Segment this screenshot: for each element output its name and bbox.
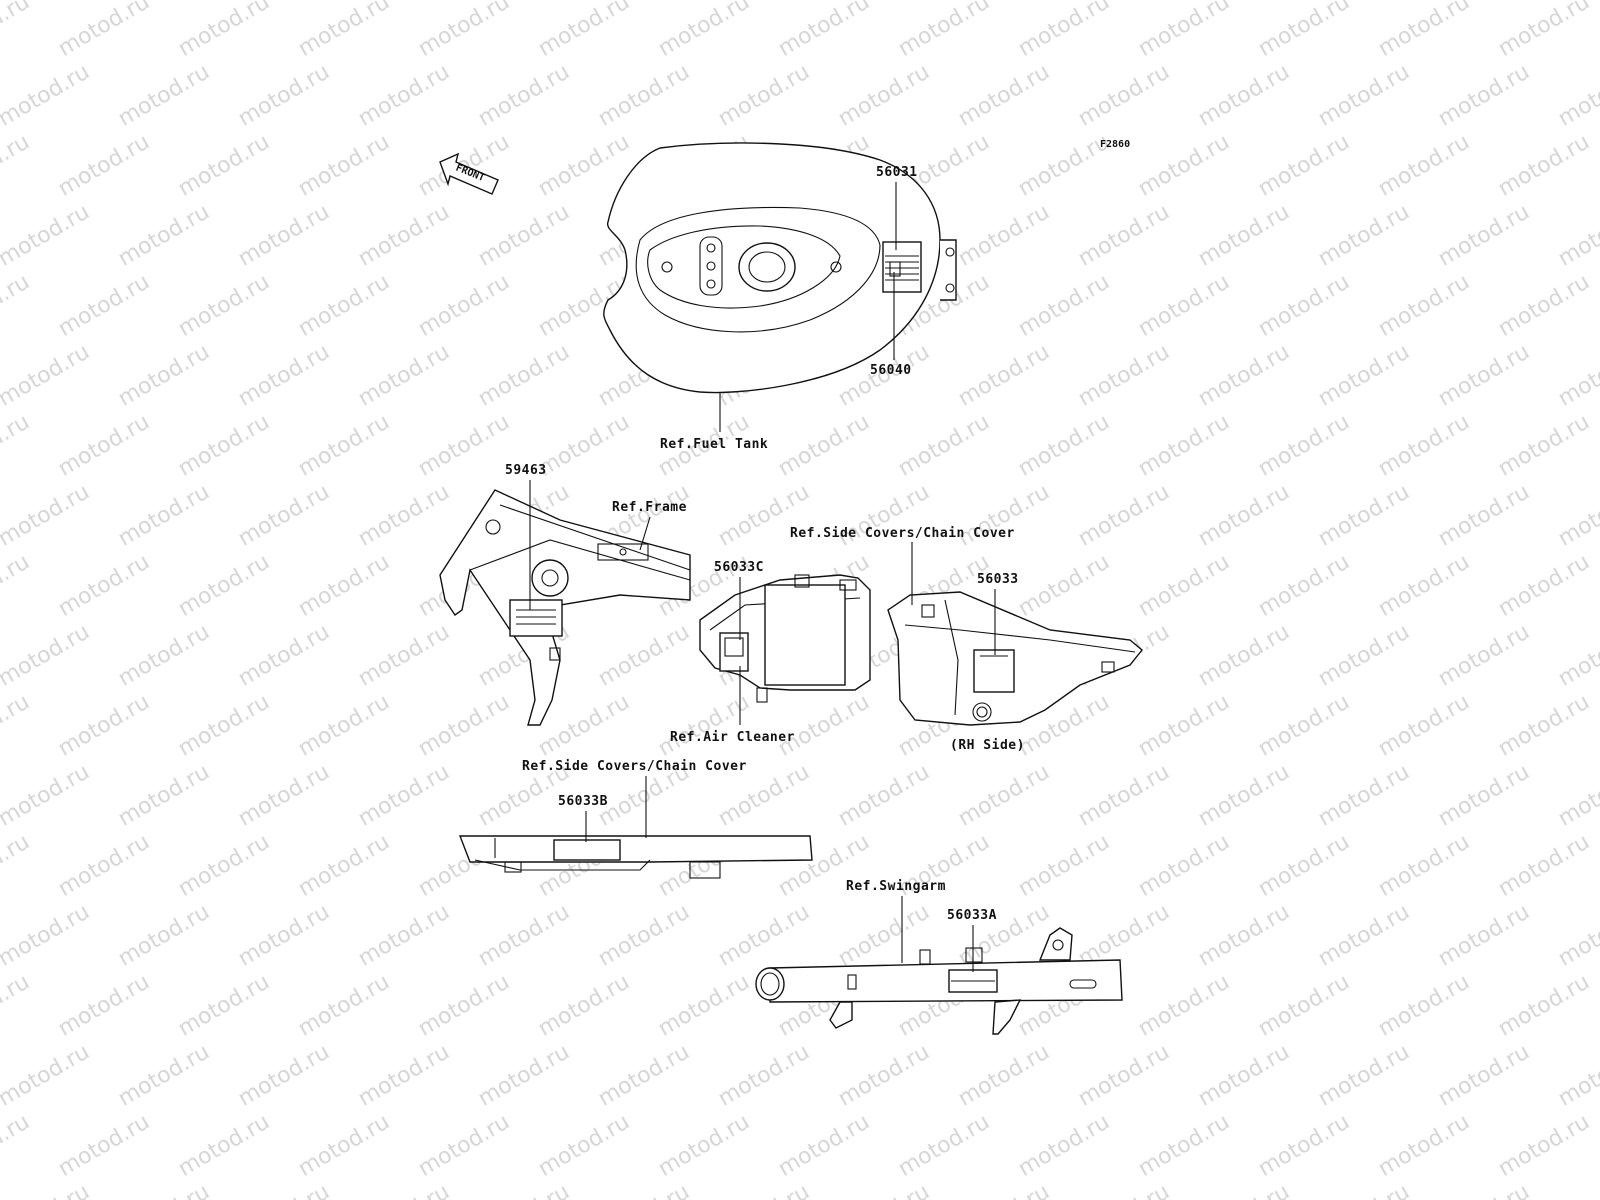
part-56040-label: 56040 (870, 363, 912, 378)
ref-side-covers-label-1: Ref.Side Covers/Chain Cover (790, 526, 1015, 541)
ref-side-covers-label-2: Ref.Side Covers/Chain Cover (522, 759, 747, 774)
part-56033A-label: 56033A (947, 908, 997, 923)
frame-drawing (439, 489, 691, 726)
fuel-tank-drawing (603, 142, 957, 394)
decal-59463 (509, 599, 563, 637)
ref-air-cleaner-label: Ref.Air Cleaner (670, 730, 795, 745)
decal-56033C (719, 632, 749, 672)
decal-56033 (973, 649, 1015, 693)
swingarm-drawing (755, 927, 1123, 1035)
part-56033-label: 56033 (977, 572, 1019, 587)
part-56033C-label: 56033C (714, 560, 764, 575)
part-56033B-label: 56033B (558, 794, 608, 809)
side-cover-rh-drawing (887, 591, 1143, 726)
air-cleaner-drawing (699, 574, 871, 703)
ref-swingarm-label: Ref.Swingarm (846, 879, 946, 894)
ref-frame-label: Ref.Frame (612, 500, 687, 515)
figure-code: F2860 (1100, 139, 1130, 150)
ref-fuel-tank-label: Ref.Fuel Tank (660, 437, 768, 452)
decal-56033B (553, 839, 621, 861)
decal-56031 (882, 241, 922, 293)
chain-cover-drawing (458, 835, 813, 879)
part-59463-label: 59463 (505, 463, 547, 478)
part-56031-label: 56031 (876, 165, 918, 180)
front-arrow-icon: FRONT (439, 152, 499, 195)
rh-side-label: (RH Side) (950, 738, 1025, 753)
